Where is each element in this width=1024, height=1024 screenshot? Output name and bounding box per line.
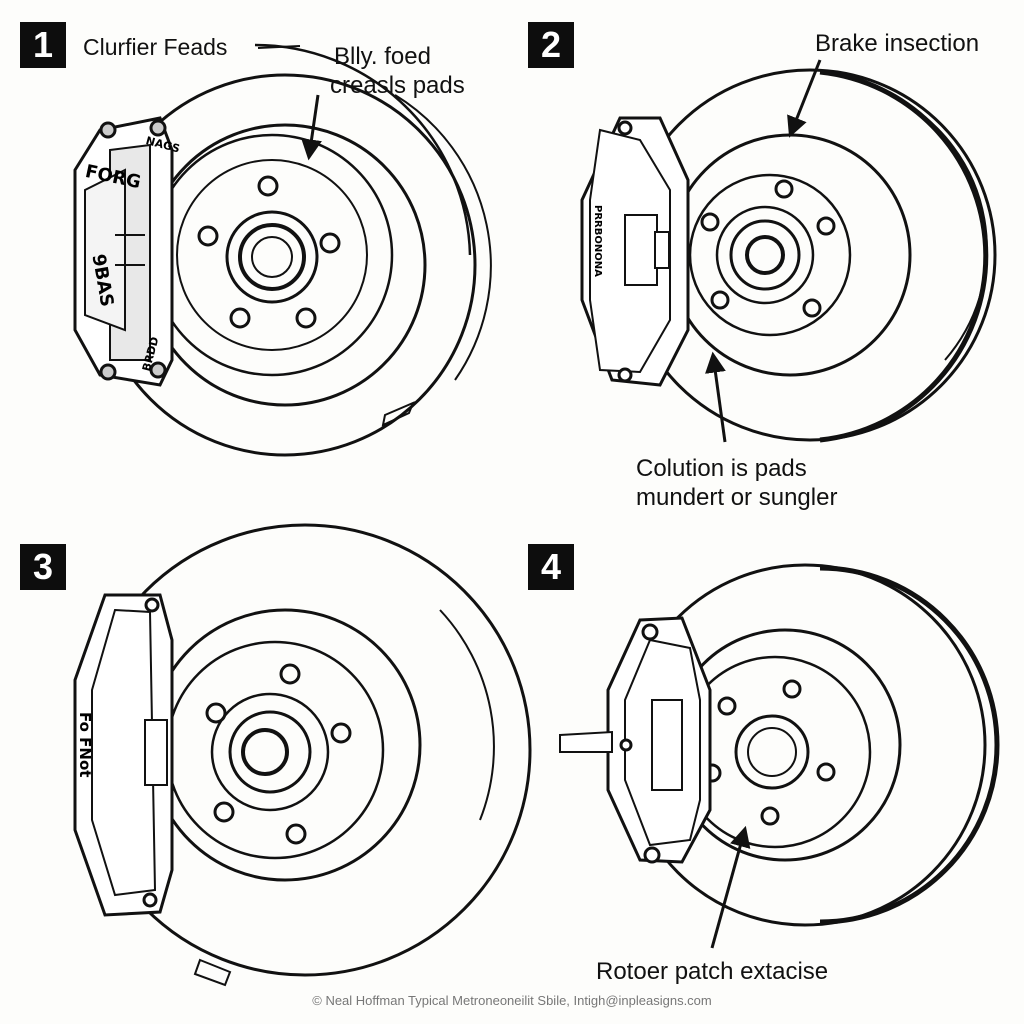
panel-2-number-badge: 2 xyxy=(528,22,574,68)
panel-3-number-badge: 3 xyxy=(20,544,66,590)
panel-1-label-a: Clurfier Feads xyxy=(83,34,228,60)
panel-1-caliper xyxy=(73,116,174,387)
panel-4-caliper xyxy=(559,616,712,864)
panel-4-number-badge: 4 xyxy=(528,544,574,590)
panel-1-arrow xyxy=(301,94,322,161)
panel-2-arrow-bottom xyxy=(705,351,727,443)
panel-1-number-badge: 1 xyxy=(20,22,66,68)
panel-2-label-a: Brake insection xyxy=(815,30,980,57)
panel-3-caliper xyxy=(73,593,174,917)
panel-1-rotor xyxy=(93,43,492,457)
panel-4-label-a: Rotoer patch extacise xyxy=(596,958,829,985)
panel-1-label-b-line-2: creasls pads xyxy=(330,72,465,99)
panel-2-caliper xyxy=(580,116,690,387)
panel-1-label-b-line-1: Blly. foed xyxy=(334,43,431,70)
panel-2-label-b-line-2: mundert or sungler xyxy=(636,484,838,511)
panel-3-caliper-text: Fo FNot xyxy=(76,712,94,777)
panel-2-caliper-text: PRRBONONA xyxy=(592,205,603,277)
footer-credit: © Neal Hoffman Typical Metroneoneilit Sb… xyxy=(312,993,712,1008)
panel-2-label-b-line-1: Colution is pads xyxy=(636,455,807,482)
panel-2-arrow-top xyxy=(787,59,822,138)
panel-4-arrow xyxy=(710,825,751,949)
panel-1-leader-line xyxy=(257,45,301,49)
